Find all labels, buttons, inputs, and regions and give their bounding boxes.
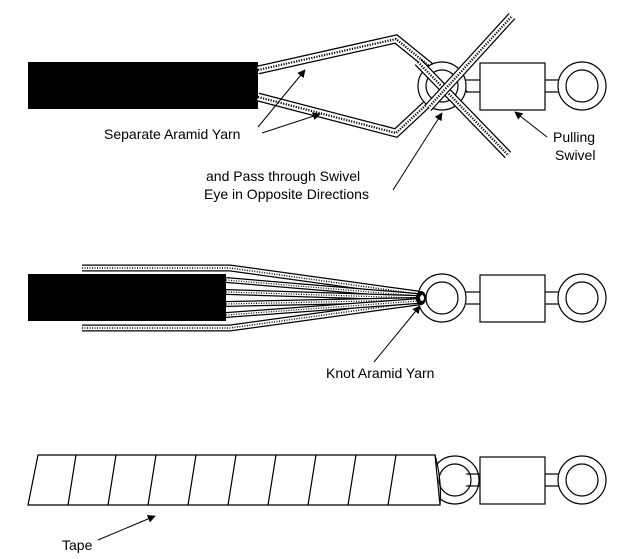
panel-tape: Tape [27, 454, 607, 553]
label-swivel: Swivel [555, 147, 595, 163]
label-pass-through-1: and Pass through Swivel [206, 168, 360, 184]
swivel-body [479, 274, 546, 323]
panel-knot-yarn: Knot Aramid Yarn [28, 264, 607, 381]
aramid-yarn-outer [82, 264, 419, 332]
label-pulling: Pulling [553, 129, 595, 145]
leader-separate-upper [257, 69, 306, 128]
label-separate-yarn: Separate Aramid Yarn [104, 126, 240, 142]
cable-jacket [28, 274, 226, 321]
leader-pass-through [392, 112, 443, 191]
swivel-body [479, 62, 546, 111]
swivel-eye-hole [425, 281, 459, 315]
label-pass-through-2: Eye in Opposite Directions [204, 186, 369, 202]
panel-separate-yarn: Separate Aramid Yarn and Pass through Sw… [28, 12, 607, 202]
aramid-yarn-inner [225, 277, 419, 318]
label-tape: Tape [62, 537, 93, 553]
leader-separate-lower [261, 112, 321, 134]
tape-end-over-eye [434, 454, 442, 506]
swivel-body [479, 456, 546, 505]
cable-jacket [28, 62, 258, 109]
leader-tape [97, 515, 156, 541]
leader-pulling-swivel [514, 111, 548, 138]
aramid-yarn-crossing [414, 12, 516, 159]
leader-knot [373, 305, 421, 363]
tape-wrap [27, 454, 441, 506]
label-knot-yarn: Knot Aramid Yarn [326, 365, 434, 381]
swivel-eye-hole [438, 463, 472, 497]
